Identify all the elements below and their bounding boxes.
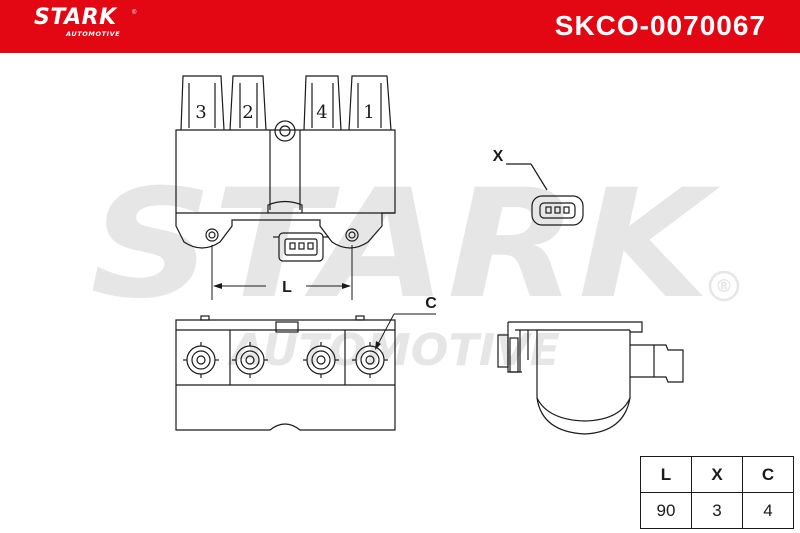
logo-registered-mark: ®	[132, 10, 137, 16]
watermark-text: STARK	[90, 158, 721, 332]
spec-value-l: 90	[640, 492, 692, 529]
dimension-label-l: L	[282, 279, 292, 296]
logo-text: STARK	[34, 5, 117, 30]
dimension-label-c: C	[425, 295, 437, 312]
logo-subtext: AUTOMOTIVE	[66, 30, 121, 38]
terminal-socket-4	[303, 342, 339, 378]
spec-table: L X C 90 3 4	[640, 456, 794, 529]
part-number: SKCO-0070067	[554, 10, 766, 41]
terminal-socket-2	[232, 342, 268, 378]
spec-value-c: 4	[742, 492, 794, 529]
terminal-socket-1	[352, 342, 388, 378]
spec-table-value-row: 90 3 4	[640, 492, 794, 529]
dimension-l: L	[211, 245, 353, 300]
connector-detail	[506, 163, 584, 226]
terminal-number-2: 2	[242, 102, 253, 123]
watermark-registered-mark: ®	[715, 276, 733, 297]
coil-top-view	[175, 75, 396, 262]
spec-header-c: C	[742, 456, 794, 493]
spec-header-x: X	[691, 456, 743, 493]
technical-drawing: STARK AUTOMOTIVE ®	[90, 75, 740, 435]
coil-side-view	[497, 321, 684, 435]
coil-front-view	[175, 315, 396, 431]
stark-logo: STARK AUTOMOTIVE ®	[34, 5, 136, 39]
spec-header-l: L	[640, 456, 692, 493]
spec-table-header-row: L X C	[640, 456, 794, 493]
dimension-label-x: X	[493, 148, 504, 165]
terminal-sockets	[183, 342, 388, 378]
watermark: STARK AUTOMOTIVE ®	[90, 158, 740, 376]
spec-value-x: 3	[691, 492, 743, 529]
header-bar: STARK AUTOMOTIVE ® SKCO-0070067	[0, 0, 800, 53]
terminal-number-4: 4	[316, 102, 327, 123]
dimension-c	[375, 313, 436, 350]
terminal-number-1: 1	[363, 102, 374, 123]
terminal-numbers: 3 2 4 1	[195, 102, 374, 123]
terminal-number-3: 3	[195, 102, 206, 123]
terminal-socket-3	[183, 342, 219, 378]
